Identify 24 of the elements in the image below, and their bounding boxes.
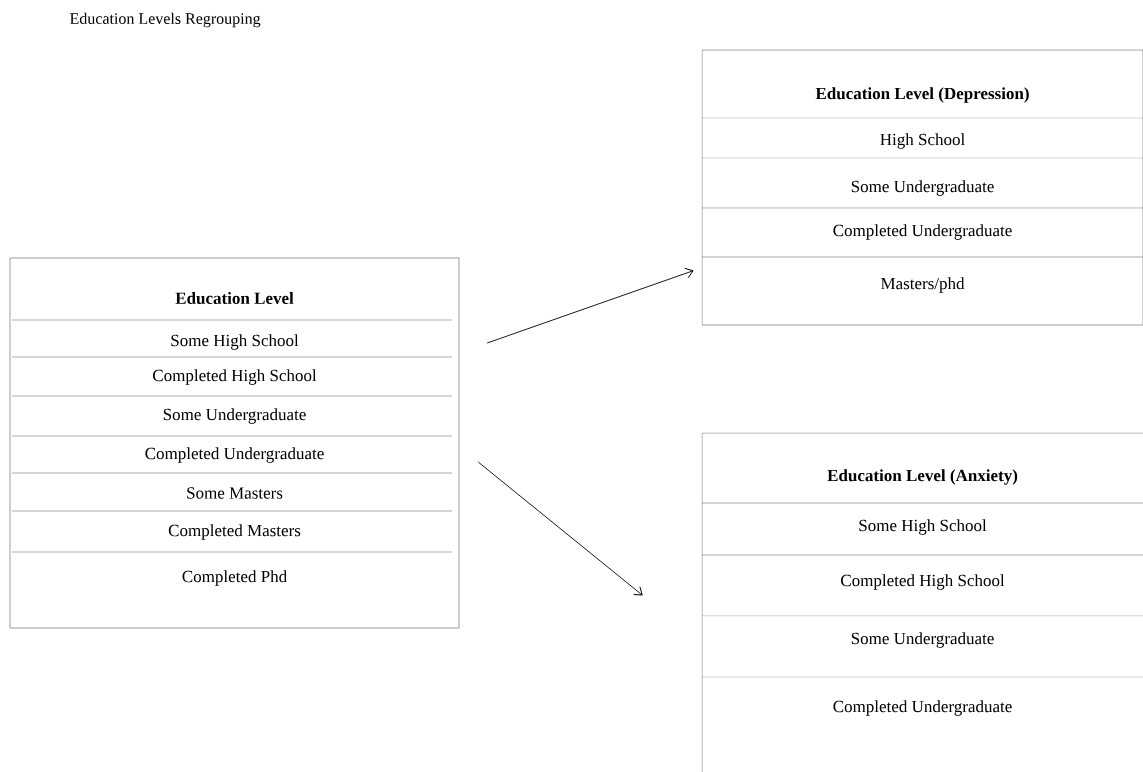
table [9, 257, 460, 629]
table-row: Completed High School [841, 574, 1005, 590]
title: Education Levels Regrouping [70, 12, 261, 28]
table-row: Completed Phd [182, 570, 287, 586]
table-row: Some High School [171, 334, 299, 350]
table [701, 432, 1143, 772]
table-row: Some High School [859, 519, 987, 535]
table-row: Completed Undergraduate [833, 700, 1012, 716]
table-row: Completed Masters [168, 524, 301, 540]
arrow [477, 461, 643, 596]
table-row: Some Masters [187, 487, 283, 499]
table [701, 49, 1143, 326]
table-row: Completed Undergraduate [833, 224, 1012, 240]
table-row: Some Undergraduate [163, 408, 306, 424]
table-heading: Education Level (Depression) [815, 87, 1029, 103]
table-row: Completed High School [153, 369, 317, 385]
table-row: Some Undergraduate [851, 180, 994, 196]
table-row: High School [880, 133, 965, 149]
arrow [486, 267, 694, 344]
table-heading: Education Level [175, 292, 294, 304]
table-heading: Education Level (Anxiety) [827, 469, 1018, 485]
table-row: Masters/phd [880, 277, 965, 293]
table-row: Some Undergraduate [851, 632, 994, 648]
table-row: Completed Undergraduate [145, 447, 324, 463]
